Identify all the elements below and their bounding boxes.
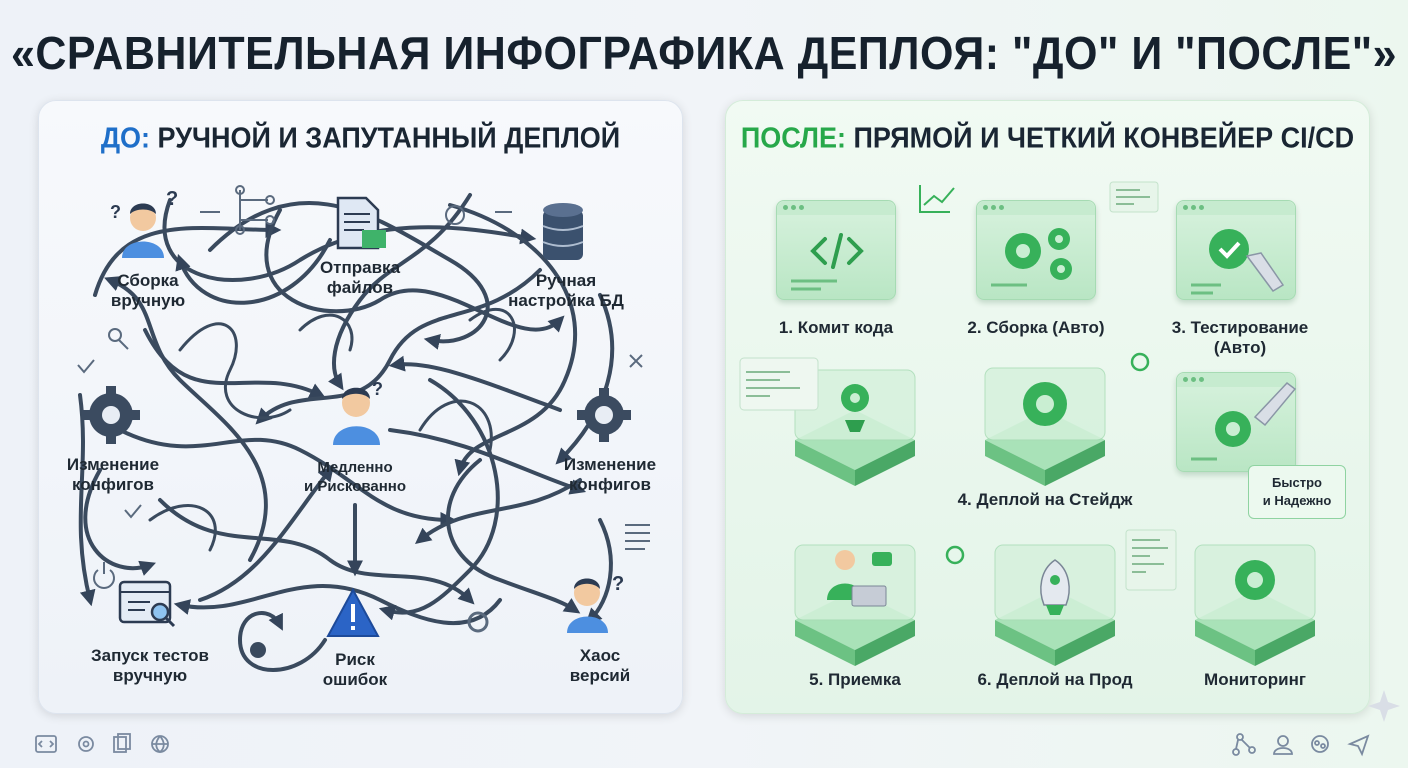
- node-error-risk: Риск ошибок: [322, 650, 388, 689]
- page-title: «СРАВНИТЕЛЬНАЯ ИНФОГРАФИКА ДЕПЛОЯ: "ДО" …: [10, 28, 1398, 80]
- svg-text:?: ?: [110, 202, 121, 222]
- step-acceptance-label: 5. Приемка: [809, 670, 901, 689]
- node-slow-risky: Медленно и Рискованно: [303, 459, 407, 495]
- svg-text:?: ?: [372, 379, 383, 399]
- node-manual-tests: Запуск тестов вручную: [90, 646, 210, 685]
- after-panel-title: ПОСЛЕ: ПРЯМОЙ И ЧЕТКИЙ КОНВЕЙЕР CI/CD: [726, 122, 1369, 155]
- node-config-right: Изменение конфигов: [563, 455, 657, 494]
- code-icon: [35, 735, 57, 753]
- prod-platform: [994, 544, 1116, 666]
- confused-person-icon: ? ?: [110, 188, 178, 258]
- network-icon: [1232, 733, 1256, 756]
- monitoring-platform: [1194, 544, 1316, 666]
- svg-text:?: ?: [612, 573, 624, 595]
- documents-icon: [113, 733, 131, 753]
- code-icon: [791, 233, 864, 291]
- fast-reliable-badge: Быстро и Надежно: [1248, 465, 1346, 519]
- test-gear-icon: [1191, 229, 1285, 295]
- step-commit-label: 1. Комит кода: [778, 318, 894, 337]
- before-title-accent: ДО:: [100, 122, 151, 154]
- log-card: [1125, 529, 1177, 591]
- build-card: [976, 200, 1096, 300]
- stressed-person-icon: ?: [333, 379, 383, 445]
- globe-icon: [151, 735, 169, 754]
- step-prod-label: 6. Деплой на Прод: [977, 670, 1133, 689]
- after-title-accent: ПОСЛЕ:: [740, 122, 847, 154]
- confused-person-icon: ?: [567, 573, 624, 633]
- chart-icon: [919, 185, 955, 213]
- step-test-label: 3. Тестирование (Авто): [1171, 318, 1309, 357]
- user-badge-icon: [1273, 735, 1293, 755]
- node-file-upload: Отправка файлов: [319, 258, 401, 297]
- node-config-left: Изменение конфигов: [66, 455, 160, 494]
- gear-small-icon: [1130, 352, 1150, 372]
- database-icon: [542, 203, 584, 260]
- gear-small-icon: [945, 545, 965, 565]
- acceptance-platform: [794, 544, 916, 666]
- commit-card: [776, 200, 896, 300]
- flow-icon: [1311, 735, 1329, 753]
- gear-small-icon: [250, 611, 489, 658]
- step-monitoring-label: Мониторинг: [1204, 670, 1306, 689]
- test-search-icon: [118, 580, 176, 628]
- staging-platform: [984, 367, 1106, 486]
- sparkle-icon: [1368, 690, 1400, 722]
- step-build-label: 2. Сборка (Авто): [967, 318, 1105, 337]
- node-manual-db: Ручная настройка БД: [508, 271, 624, 310]
- deploy-platform: [794, 369, 916, 486]
- gear-icon: [78, 736, 94, 752]
- before-panel-title: ДО: РУЧНОЙ И ЗАПУТАННЫЙ ДЕПЛОЙ: [39, 122, 682, 155]
- gears-icon: [991, 228, 1072, 287]
- step-staging-label: 4. Деплой на Стейдж: [957, 490, 1133, 509]
- node-manual-build: Сборка вручную: [110, 271, 186, 310]
- robot-test-card: [1176, 372, 1297, 472]
- send-icon: [1347, 734, 1370, 757]
- svg-text:?: ?: [166, 188, 178, 210]
- config-gear-icon: [82, 386, 140, 444]
- test-card: [1176, 200, 1296, 300]
- warning-icon: [326, 587, 380, 637]
- node-version-chaos: Хаос версий: [569, 646, 631, 685]
- file-upload-icon: [336, 196, 386, 250]
- before-title-rest: РУЧНОЙ И ЗАПУТАННЫЙ ДЕПЛОЙ: [150, 122, 621, 154]
- after-title-rest: ПРЯМОЙ И ЧЕТКИЙ КОНВЕЙЕР CI/CD: [846, 122, 1355, 154]
- robot-arm-icon: [1191, 381, 1297, 461]
- config-gear-icon: [577, 388, 631, 442]
